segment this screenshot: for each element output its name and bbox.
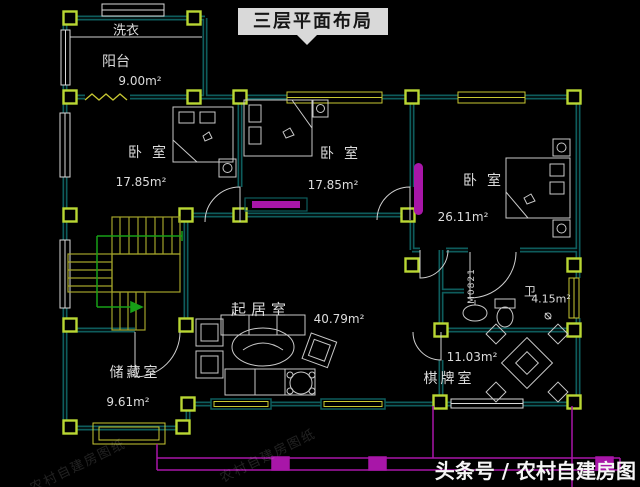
room-label-bedroom1: 卧室 <box>128 145 176 161</box>
room-label-chess: 棋牌室 <box>423 371 475 387</box>
area-label-storage: 9.61m² <box>106 395 150 409</box>
storage-door <box>134 331 181 378</box>
area-label-bathroom: 4.15m² <box>531 292 571 306</box>
terrace-railing <box>156 406 621 487</box>
door-arcs <box>134 186 517 378</box>
staircase <box>67 216 181 331</box>
columns <box>62 10 582 435</box>
room-label-laundry: 洗衣 <box>112 23 140 39</box>
area-label-bedroom3: 26.11m² <box>437 210 489 224</box>
area-label-chess: 11.03m² <box>446 350 498 364</box>
door-code-label: M0821 <box>467 268 477 304</box>
toilet <box>494 298 516 328</box>
sink <box>462 300 488 322</box>
stair-direction-arrow <box>96 231 183 314</box>
area-label-balcony: 9.00m² <box>118 74 162 88</box>
room-label-living: 起居室 <box>230 300 292 319</box>
mahjong-table <box>485 323 569 403</box>
plan-title: 三层平面布局 <box>238 8 388 45</box>
room-label-bathroom: 卫 <box>523 284 537 299</box>
sofa-set <box>195 314 338 396</box>
chess-room-door <box>412 331 442 361</box>
windows <box>59 3 580 445</box>
bed-bedroom2 <box>243 99 329 157</box>
area-label-bedroom2: 17.85m² <box>307 178 359 192</box>
bedroom3-door <box>419 249 449 279</box>
bed-bedroom3 <box>505 138 571 238</box>
room-label-bedroom3: 卧室 <box>463 173 511 189</box>
bedroom2-door <box>376 186 411 221</box>
corridor-cabinet <box>244 197 308 212</box>
magenta-fittings <box>244 163 423 215</box>
floor-drain <box>544 312 552 320</box>
area-label-living: 40.79m² <box>313 312 365 326</box>
brand-watermark: 头条号 / 农村自建房图纸 <box>434 459 636 483</box>
balcony-slide-door <box>84 93 128 101</box>
room-label-storage: 储藏室 <box>109 365 161 381</box>
bathroom-door <box>469 251 517 299</box>
bed-bedroom1 <box>172 106 237 178</box>
room-label-balcony: 阳台 <box>102 54 130 70</box>
wardrobe-slider <box>414 163 423 215</box>
area-label-bedroom1: 17.85m² <box>115 175 167 189</box>
bedroom1-door <box>204 186 241 223</box>
room-label-bedroom2: 卧室 <box>320 146 368 162</box>
furniture <box>172 99 571 403</box>
